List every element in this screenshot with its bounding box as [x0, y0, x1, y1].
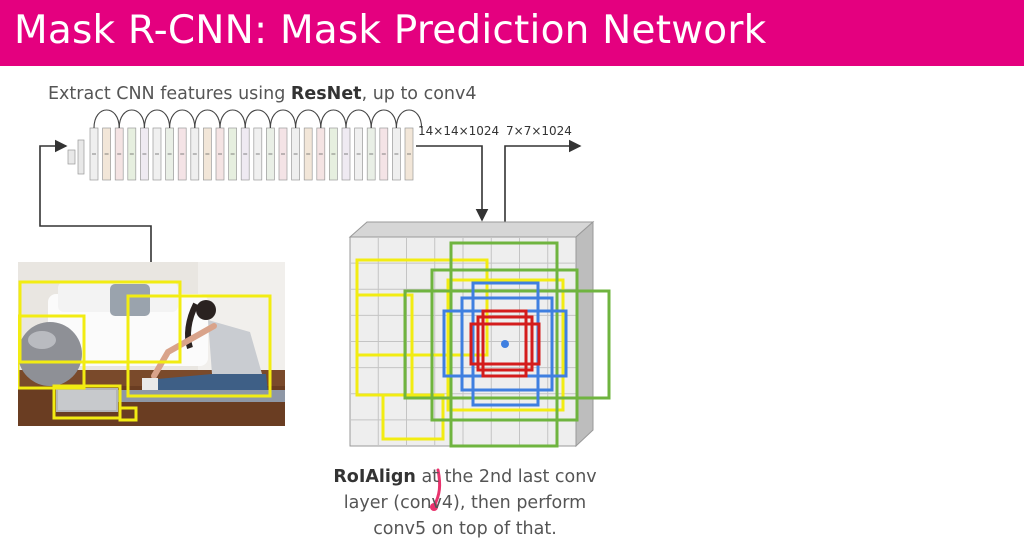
subtitle-bold: ResNet [290, 84, 362, 104]
photo-yellow-box-person [126, 294, 272, 398]
photo-scene [18, 262, 285, 426]
fm-yellow-box-3 [381, 393, 445, 441]
photo-yellow-box-sofa [18, 280, 182, 364]
fm-red-box-3 [476, 315, 534, 372]
fm-green-box-2 [403, 289, 611, 400]
conv4-to-featuremap-arrow [416, 145, 489, 222]
conv4-dimension-label: 14×14×1024 [418, 124, 500, 138]
caption-bold: RoIAlign [333, 467, 416, 487]
photo-yellow-box-small [118, 406, 138, 422]
slide-title: Mask R-CNN: Mask Prediction Network [14, 8, 767, 53]
resnet-stem-block [67, 149, 76, 165]
resnet-skip-arc [194, 109, 221, 129]
resnet-skip-arc [244, 109, 271, 129]
fm-green-box-3 [430, 268, 579, 422]
fm-green-box-1 [449, 241, 559, 448]
fm-yellow-box-4 [446, 278, 565, 412]
resnet-stem-block [77, 139, 85, 175]
caption-line-3: conv5 on top of that. [373, 519, 557, 539]
resnet-skip-arc [320, 109, 347, 129]
pointer-dot [430, 503, 438, 511]
title-bar: Mask R-CNN: Mask Prediction Network [0, 0, 1024, 66]
photo-yellow-box-ball [18, 314, 86, 390]
fm-red-box-1 [481, 309, 528, 378]
resnet-layer-stack [67, 109, 423, 181]
subtitle: Extract CNN features using ResNet, up to… [48, 84, 477, 104]
image-to-cnn-arrow [39, 139, 152, 262]
resnet-skip-arc [118, 109, 145, 129]
caption-line-1-rest: at the 2nd last conv [415, 467, 597, 487]
resnet-skip-arc [143, 109, 171, 129]
resnet-skip-arc [370, 109, 397, 129]
subtitle-post: , up to conv4 [361, 84, 477, 104]
caption: RoIAlign at the 2nd last conv layer (con… [320, 464, 610, 542]
fm-blue-box-3 [460, 296, 554, 392]
roi-center-dot [501, 340, 509, 348]
resnet-skip-arc [295, 109, 322, 129]
resnet-skip-arc [169, 109, 196, 129]
subtitle-pre: Extract CNN features using [48, 84, 291, 104]
caption-line-2: layer (conv4), then perform [343, 493, 587, 513]
photo-yellow-box-laptop [52, 384, 122, 420]
resnet-skip-arc [395, 109, 423, 129]
fm-red-box-2 [469, 322, 541, 366]
resnet-skip-arc [345, 109, 372, 129]
caption-line-1: RoIAlign at the 2nd last conv [320, 464, 610, 490]
input-photo [18, 262, 285, 426]
resnet-skip-arc [269, 109, 297, 129]
resnet-skip-arc [219, 109, 246, 129]
resnet-skip-arc [93, 109, 120, 129]
roi-dimension-label: 7×7×1024 [506, 124, 572, 138]
feature-map-boxes [355, 241, 611, 448]
